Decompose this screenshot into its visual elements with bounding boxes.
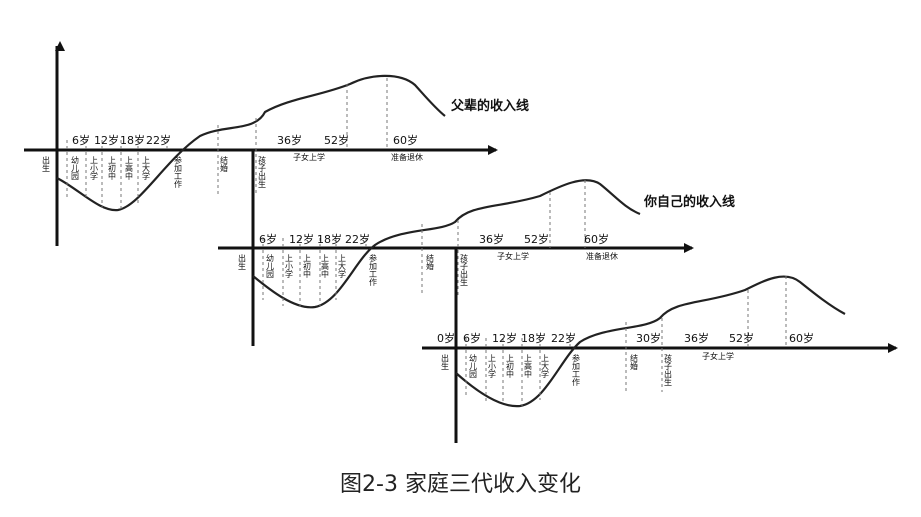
gen3-age-label: 60岁 [789,331,814,345]
gen2-event-label: 结婚 [426,253,435,271]
gen3-age-label: 52岁 [729,331,754,345]
gen1-age-label: 6岁 [72,133,90,147]
gen3-dashed-lines [465,276,787,406]
gen2-event-label: 出生 [238,253,247,270]
gen2-event-label: 孩子出生 [460,253,469,286]
gen3-age-label: 6岁 [463,331,481,345]
gen2-age-label: 18岁 [317,232,342,246]
gen2-age-label: 22岁 [345,232,370,246]
gen3-income-curve [455,275,846,408]
gen1-age-label: 60岁 [393,133,418,147]
gen2-event-label: 准备退休 [586,251,618,261]
generation-2: 父辈的收入线 6岁 12岁 18岁 22岁 36岁 52岁 60岁 出生 幼儿园… [218,98,694,346]
gen2-age-label: 60岁 [584,232,609,246]
gen2-age-label: 12岁 [289,232,314,246]
gen1-age-label: 36岁 [277,133,302,147]
gen3-age-label: 12岁 [492,331,517,345]
gen1-event-label: 幼儿园 [71,155,80,181]
gen3-curve-label: 你自己的收入线 [643,194,735,210]
gen1-event-label: 参加工作 [174,155,183,189]
gen1-event-label: 子女上学 [293,152,325,162]
gen2-curve-label: 父辈的收入线 [450,98,529,114]
gen2-event-label: 子女上学 [497,251,529,261]
gen2-age-label: 52岁 [524,232,549,246]
gen3-event-label: 结婚 [630,353,639,371]
gen1-age-label: 18岁 [120,133,145,147]
gen3-event-label: 上小学 [488,354,497,378]
gen1-dashed-lines [66,78,388,210]
generation-3: 你自己的收入线 0岁 6岁 12岁 18岁 22岁 30岁 36岁 52岁 60… [422,194,898,443]
gen1-age-label: 22岁 [146,133,171,147]
gen1-event-label: 上高中 [125,156,134,181]
gen3-age-label: 30岁 [636,331,661,345]
gen1-event-label: 准备退休 [391,152,423,162]
gen2-income-curve [252,179,641,309]
gen3-age-label: 36岁 [684,331,709,345]
gen1-age-label: 12岁 [94,133,119,147]
generation-1: 6岁 12岁 18岁 22岁 36岁 52岁 60岁 出生 幼儿园 上小学 上初… [24,41,498,246]
gen3-age-label: 0岁 [437,331,455,345]
figure-caption: 图2-3 家庭三代收入变化 [340,472,581,497]
gen2-event-label: 参加工作 [369,253,378,287]
gen2-event-label: 幼儿园 [266,253,275,279]
gen3-age-label: 22岁 [551,331,576,345]
gen3-event-label: 出生 [441,353,450,370]
gen3-event-label: 上高中 [524,354,533,379]
gen3-age-label: 18岁 [521,331,546,345]
gen1-income-curve [56,74,446,212]
gen1-event-label: 结婚 [220,155,229,173]
gen3-event-label: 上初中 [506,354,515,379]
gen2-dashed-lines [262,180,586,308]
gen1-age-label: 52岁 [324,133,349,147]
gen2-event-label: 上小学 [285,254,294,278]
gen1-event-label: 孩子出生 [258,155,267,188]
gen2-event-label: 上初中 [303,254,312,279]
gen1-event-label: 上大学 [142,156,151,180]
gen2-age-label: 36岁 [479,232,504,246]
gen2-event-label: 上大学 [338,254,347,278]
gen1-event-label: 上小学 [90,156,99,180]
gen2-age-label: 6岁 [259,232,277,246]
gen3-event-label: 上大学 [541,354,550,378]
gen2-event-label: 上高中 [321,254,330,279]
gen3-event-label: 幼儿园 [469,353,478,379]
gen1-event-label: 上初中 [108,156,117,181]
gen3-event-label: 孩子出生 [664,353,673,386]
gen3-event-label: 子女上学 [702,351,734,361]
gen1-event-label: 出生 [42,155,51,172]
gen3-event-label: 参加工作 [572,353,581,387]
